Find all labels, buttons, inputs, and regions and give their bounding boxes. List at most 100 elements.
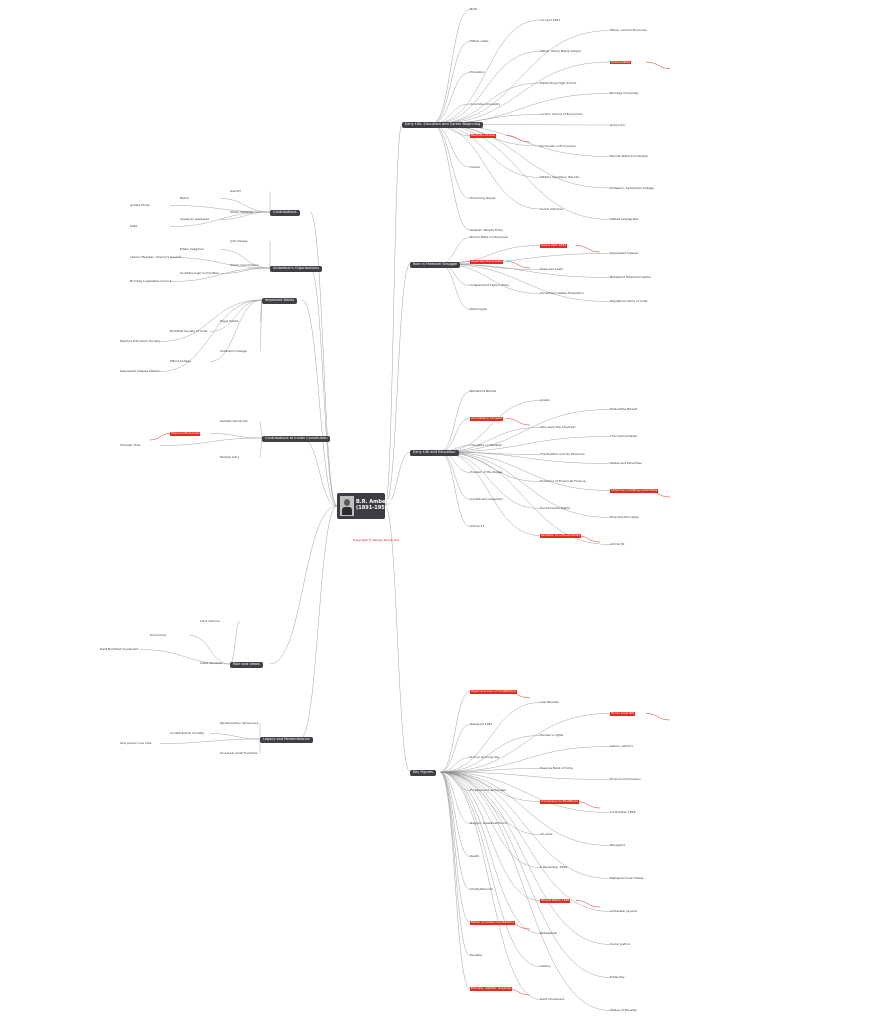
node-n28[interactable]: Bahishkrit Hitakarini Sabha: [610, 275, 651, 279]
node-n69[interactable]: Chaityabhoomi: [470, 887, 493, 891]
node-n17[interactable]: Military Secretary, Baroda: [540, 175, 580, 179]
node-n22[interactable]: Kalaram Temple Entry: [470, 227, 503, 232]
node-n25[interactable]: Depressed Classes: [610, 251, 639, 255]
node-n75[interactable]: Equality: [470, 953, 483, 957]
node-n11[interactable]: London School of Economics: [540, 112, 583, 116]
branch-r1[interactable]: Early Life, Education and Career Beginni…: [402, 122, 484, 128]
node-n52[interactable]: Law Minister: [540, 700, 559, 704]
branch-l5[interactable]: Role and Ideals: [230, 662, 263, 668]
node-n86[interactable]: Kabir: [130, 224, 138, 228]
node-n68[interactable]: Mahaparinirvan Diwas: [610, 876, 644, 880]
node-n20[interactable]: Social reformer: [540, 206, 563, 211]
node-n53[interactable]: Hindu Code Bill: [610, 711, 635, 716]
node-n10[interactable]: Columbia University: [470, 101, 501, 106]
node-n2[interactable]: 14 April 1891: [540, 17, 561, 22]
branch-r2[interactable]: Role in Freedom Struggle: [410, 262, 461, 268]
branch-l2[interactable]: Ambedkar's Organisations: [270, 266, 323, 272]
node-n80[interactable]: Statue of Equality: [610, 1008, 637, 1012]
node-n59[interactable]: Finance Commission: [610, 777, 641, 781]
node-n99[interactable]: Samata Sainik Dal: [220, 419, 248, 423]
node-n31[interactable]: Republican Party of India: [610, 299, 648, 303]
node-n21[interactable]: Mahad Satyagraha: [610, 217, 639, 221]
branch-l4[interactable]: Contributions to Indian Constitution: [262, 436, 331, 442]
branch-l1[interactable]: Contributions: [270, 210, 300, 216]
node-n106[interactable]: Caste abolition: [200, 661, 223, 665]
node-n110[interactable]: Universal adult franchise: [220, 751, 258, 755]
node-n89[interactable]: Labour Member, Viceroy's Council: [130, 255, 182, 259]
node-n109[interactable]: One person one vote: [120, 741, 152, 745]
node-n19[interactable]: Practicing lawyer: [470, 196, 496, 200]
node-n84[interactable]: Shahu Maharaj: [230, 210, 253, 214]
node-n14[interactable]: Doctorate in Economics: [540, 143, 576, 148]
node-n63[interactable]: Nagpur, Deekshabhoomi: [470, 821, 508, 825]
node-n100[interactable]: Manusmriti burned: [170, 431, 201, 436]
node-n47[interactable]: Directive Principles: [610, 515, 639, 519]
branch-l3[interactable]: Important Works: [262, 298, 298, 304]
node-n107[interactable]: Parliamentary democracy: [220, 721, 259, 725]
node-n24[interactable]: Poona Pact 1932: [540, 243, 567, 248]
node-n3[interactable]: Mhow, Central Provinces: [610, 28, 647, 32]
node-n103[interactable]: Land reforms: [200, 619, 220, 623]
branch-r3[interactable]: Early Life and Education: [410, 450, 459, 456]
node-n6[interactable]: Untouchable: [610, 59, 631, 65]
node-n43[interactable]: Evolution of Provincial Finance: [540, 479, 586, 483]
node-n73[interactable]: Babasaheb: [540, 931, 557, 935]
node-n82[interactable]: Nehru: [180, 196, 190, 200]
node-n34[interactable]: Janata: [540, 398, 550, 402]
node-n74[interactable]: Social justice: [610, 942, 630, 946]
node-n23[interactable]: Round Table Conferences: [470, 235, 508, 239]
node-n83[interactable]: Jyotiba Phule: [130, 203, 150, 207]
node-n42[interactable]: Problem of the Rupee: [470, 470, 503, 474]
node-n12[interactable]: Gray's Inn: [610, 122, 626, 127]
node-n96[interactable]: Siddharth College: [220, 349, 247, 353]
node-n55[interactable]: Women's rights: [540, 733, 564, 737]
node-n5[interactable]: Father: Ramji Maloji Sakpal: [540, 49, 581, 53]
node-n87[interactable]: John Dewey: [230, 239, 248, 243]
node-n16[interactable]: Career: [470, 164, 481, 169]
node-n97[interactable]: Milind College: [170, 359, 192, 363]
branch-r4[interactable]: Key Figures: [410, 770, 436, 776]
node-n91[interactable]: Southborough Committee: [180, 271, 219, 275]
node-n61[interactable]: Conversion to Buddhism: [540, 799, 579, 804]
node-n92[interactable]: Bombay Legislative Council: [130, 279, 172, 283]
node-n71[interactable]: Ambedkar Jayanti: [610, 909, 637, 913]
node-n79[interactable]: Dalit movement: [540, 997, 565, 1001]
node-n104[interactable]: Economics: [150, 633, 167, 637]
node-n33[interactable]: Bahishkrit Bharat: [470, 389, 497, 393]
node-n4[interactable]: Mahar caste: [470, 38, 489, 43]
node-n72[interactable]: Father of Indian Constitution: [470, 920, 515, 925]
node-n27[interactable]: Reserved seats: [540, 267, 563, 271]
node-n56[interactable]: Labour reforms: [610, 744, 633, 748]
node-n7[interactable]: Education: [470, 70, 485, 74]
node-n15[interactable]: Baroda State Scholarship: [610, 154, 648, 158]
node-n37[interactable]: Who were the Shudras?: [540, 425, 576, 429]
node-n51[interactable]: Heart and soul of Constitution: [470, 689, 518, 694]
node-n67[interactable]: 6 December 1956: [540, 865, 568, 869]
node-n94[interactable]: Buddhist Society of India: [170, 329, 208, 333]
node-n41[interactable]: States and Minorities: [610, 461, 642, 465]
node-n35[interactable]: Prabuddha Bharat: [610, 407, 638, 411]
node-n62[interactable]: 14 October 1956: [610, 810, 636, 814]
node-n105[interactable]: Dalit Buddhist movement: [100, 647, 139, 651]
node-n30[interactable]: Scheduled Castes Federation: [540, 291, 584, 295]
node-n1[interactable]: Birth: [470, 7, 478, 11]
node-n36[interactable]: Annihilation of Caste: [470, 416, 504, 421]
node-n78[interactable]: Educate, Agitate, Organise: [470, 986, 513, 991]
node-n64[interactable]: 22 vows: [540, 832, 553, 836]
node-n45[interactable]: Constituent Assembly: [470, 497, 503, 501]
node-n93[interactable]: Rajya Sabha: [220, 319, 239, 323]
node-n76[interactable]: Liberty: [540, 964, 551, 968]
node-n39[interactable]: Thoughts on Pakistan: [470, 443, 503, 447]
node-n90[interactable]: Simon Commission: [230, 263, 259, 267]
node-n49[interactable]: Abolition of untouchability: [540, 533, 582, 538]
node-n32[interactable]: Mooknayak: [470, 307, 488, 311]
node-n57[interactable]: 8-hour working day: [470, 755, 500, 759]
node-n66[interactable]: Death: [470, 854, 480, 858]
node-n13[interactable]: Barrister-at-Law: [470, 133, 496, 138]
node-n58[interactable]: Reserve Bank of India: [540, 766, 573, 770]
node-n102[interactable]: Temple entry: [220, 455, 240, 459]
node-n88[interactable]: Edwin Seligman: [180, 247, 204, 251]
node-n81[interactable]: Gandhi: [230, 189, 241, 193]
node-n38[interactable]: The Untouchables: [610, 434, 638, 438]
central-topic[interactable]: B.R. Ambedkar (1891-1956): [337, 493, 398, 519]
